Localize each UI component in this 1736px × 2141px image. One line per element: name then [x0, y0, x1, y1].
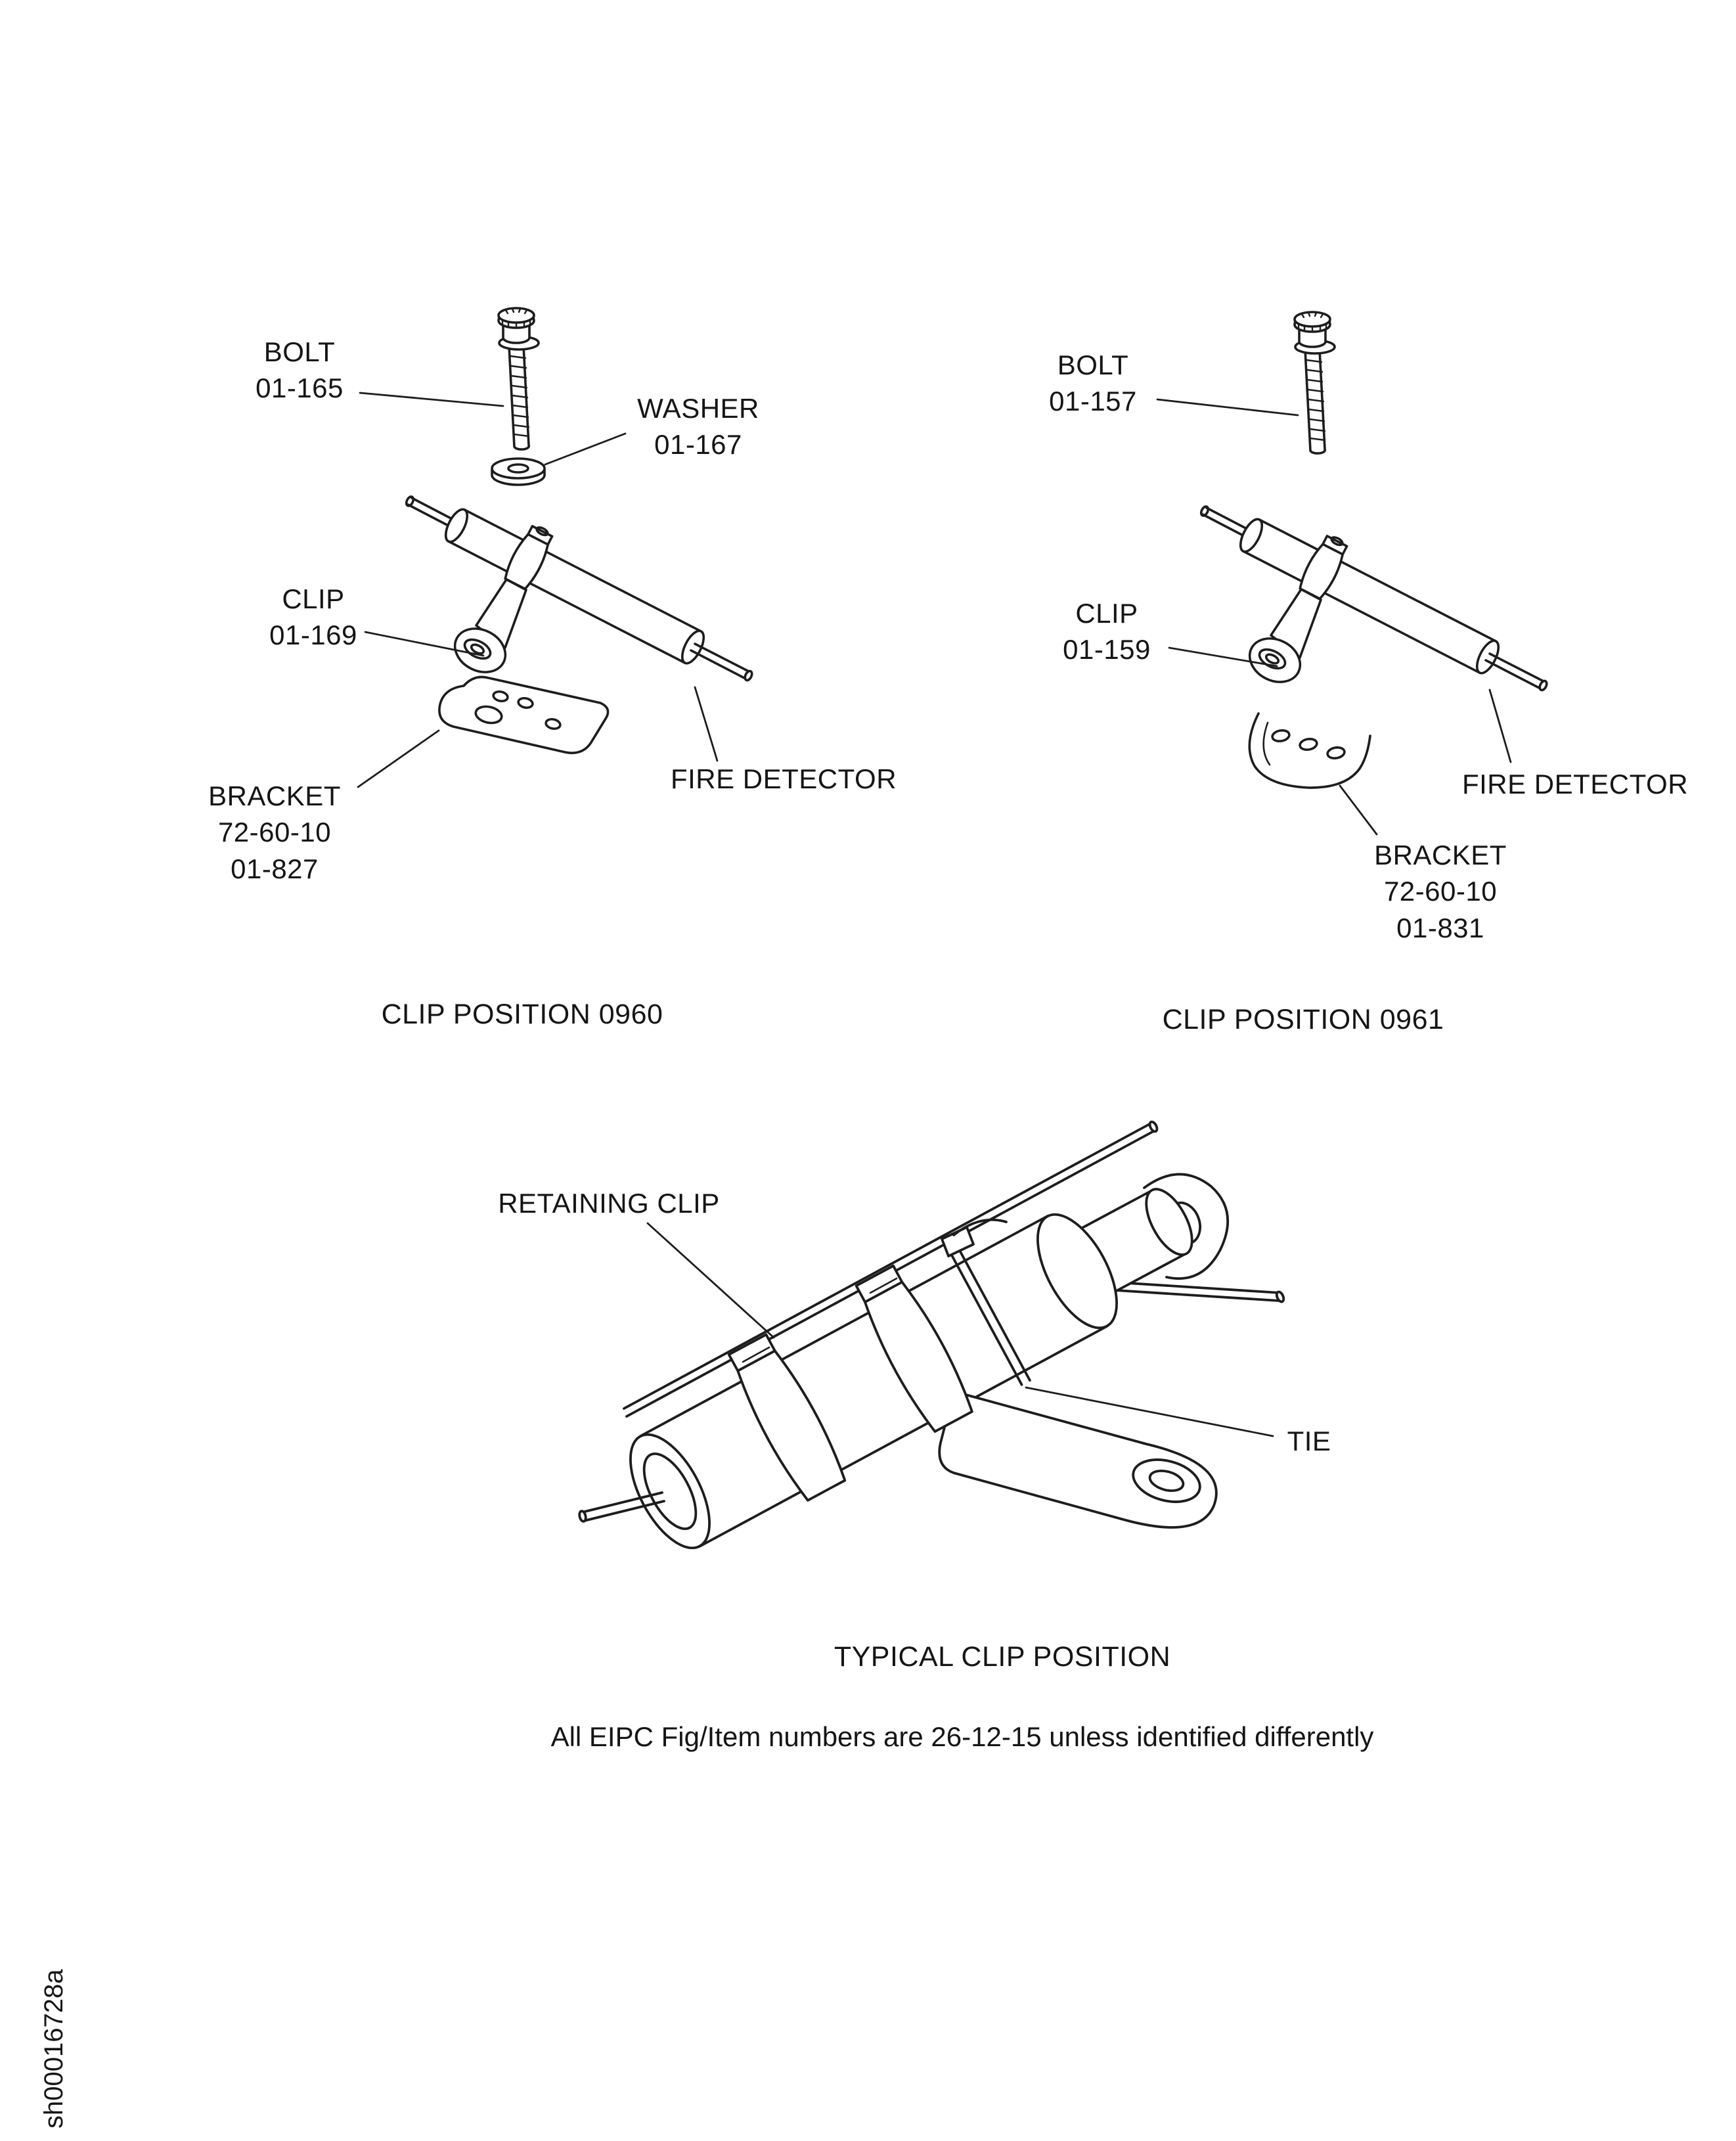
sheet-code: sh00016728a [39, 1969, 68, 2129]
bolt-illustration-0961 [1293, 311, 1336, 455]
label-bracket-0960: BRACKET 72-60-10 01-827 [208, 780, 341, 884]
label-clip-0960: CLIP 01-169 [269, 583, 357, 651]
typical-clip-assembly [578, 1120, 1285, 1550]
leader-lines [357, 392, 1512, 1437]
clip-assembly-0960 [403, 494, 755, 683]
label-fire-detector-0960: FIRE DETECTOR [670, 763, 897, 794]
caption-clip-position-0961: CLIP POSITION 0961 [1162, 1004, 1444, 1035]
footnote: All EIPC Fig/Item numbers are 26-12-15 u… [550, 1721, 1374, 1752]
clip-assembly-0961 [1198, 504, 1549, 693]
label-washer-0960: WASHER 01-167 [637, 393, 759, 461]
caption-typical-clip-position: TYPICAL CLIP POSITION [834, 1641, 1171, 1673]
bracket-illustration-0961 [1248, 712, 1371, 789]
bolt-illustration-0960 [497, 307, 540, 451]
label-clip-0961: CLIP 01-159 [1063, 598, 1151, 665]
caption-clip-position-0960: CLIP POSITION 0960 [381, 999, 663, 1030]
bracket-illustration-0960 [438, 675, 610, 754]
label-fire-detector-0961: FIRE DETECTOR [1461, 769, 1689, 800]
label-retaining-clip: RETAINING CLIP [498, 1188, 720, 1219]
washer-illustration-0960 [491, 457, 546, 486]
label-bolt-0960: BOLT 01-165 [256, 336, 344, 404]
label-bracket-0961: BRACKET 72-60-10 01-831 [1374, 840, 1507, 943]
label-bolt-0961: BOLT 01-157 [1049, 349, 1137, 417]
label-tie: TIE [1287, 1426, 1331, 1456]
